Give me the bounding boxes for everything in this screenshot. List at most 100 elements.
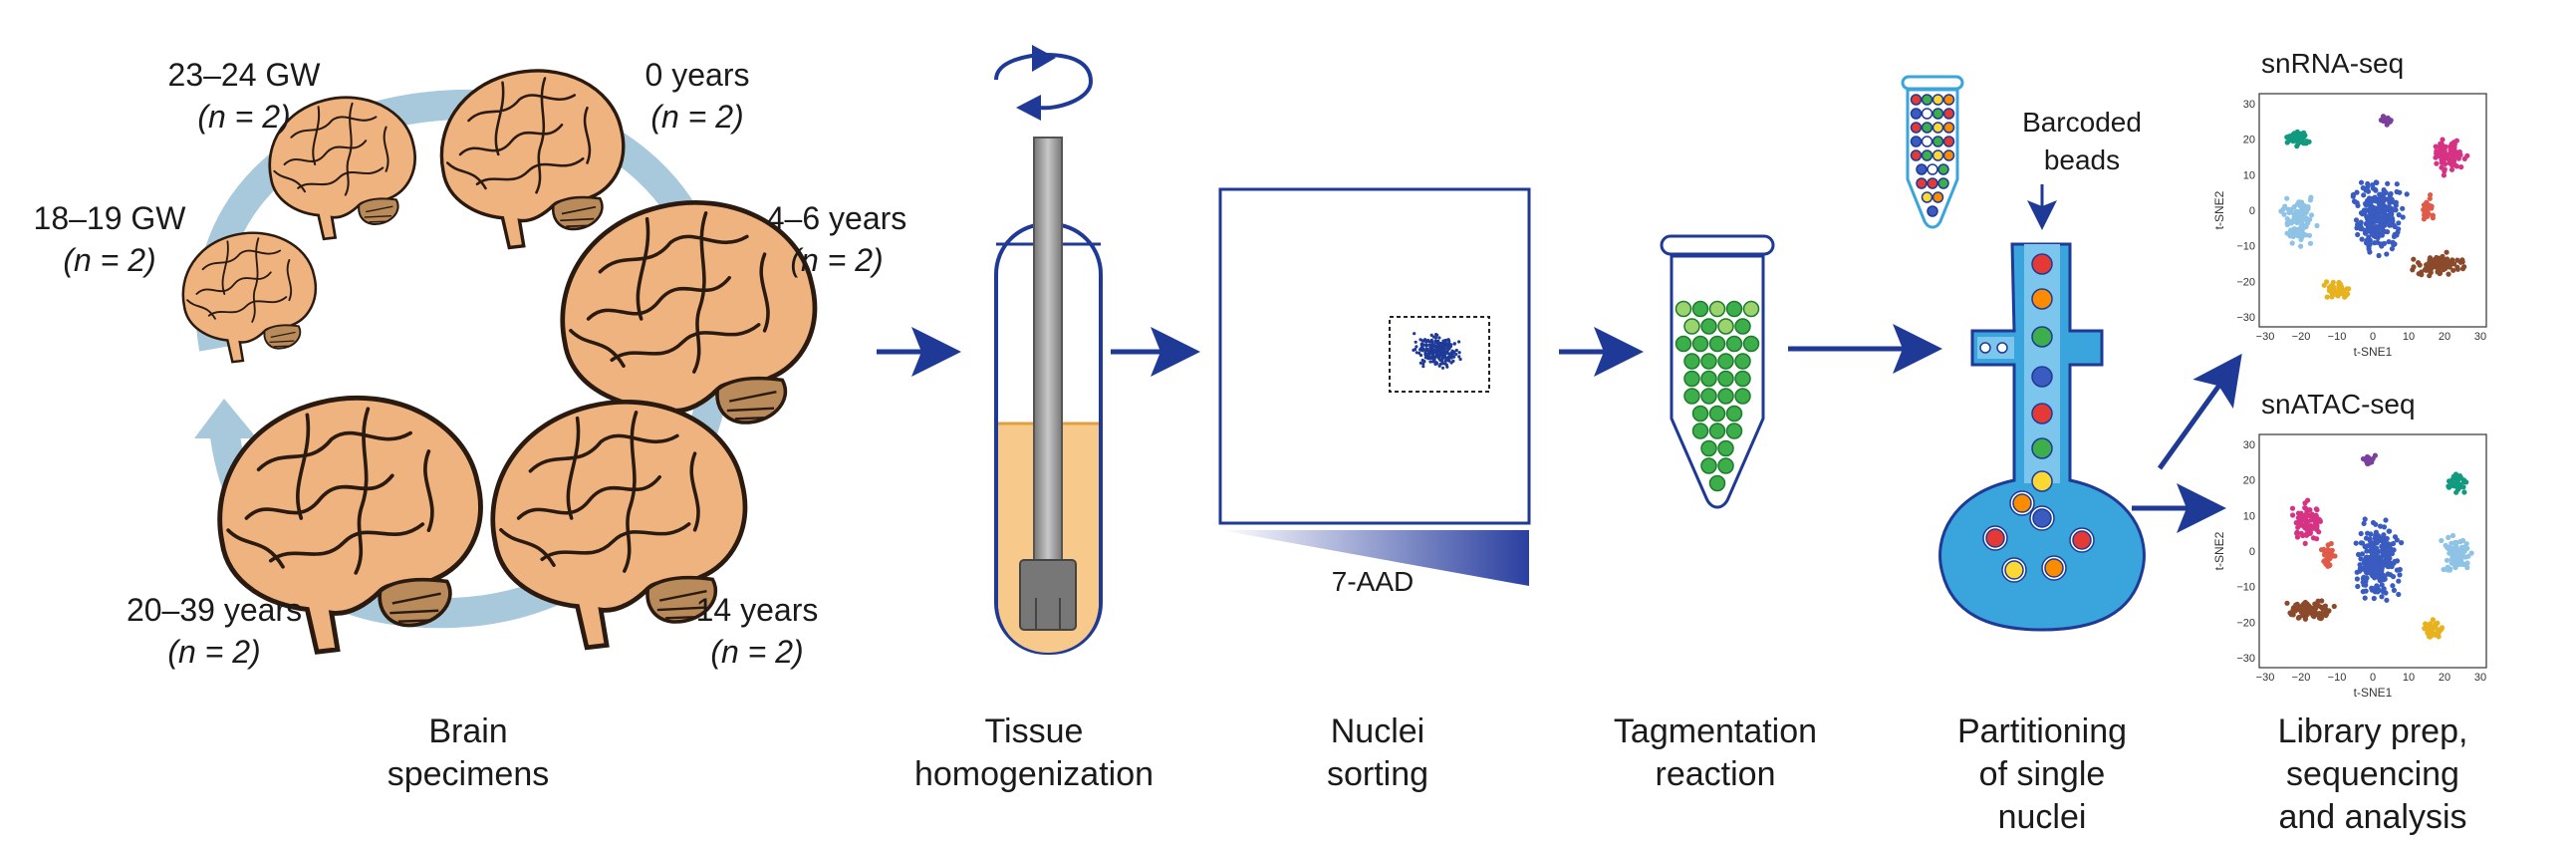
x-tick-label: 10: [2403, 672, 2415, 684]
tagmented-nucleus: [1700, 353, 1717, 370]
cell-point: [2433, 625, 2439, 631]
cell-point: [2376, 252, 2382, 259]
nucleus-event: [1420, 358, 1424, 363]
barcoded-bead: [1910, 122, 1923, 134]
cell-point: [2363, 187, 2369, 193]
barcoded-bead: [1942, 94, 1955, 106]
y-tick-label: −20: [2236, 617, 2255, 629]
nucleus-event: [1447, 359, 1451, 363]
cell-point: [2353, 217, 2360, 223]
cell-point: [2375, 239, 2381, 245]
cell-point: [2313, 603, 2319, 609]
nucleus-event: [1421, 343, 1425, 347]
tagmented-nucleus: [1708, 474, 1726, 492]
cell-point: [2458, 544, 2465, 550]
x-tick-label: −30: [2256, 331, 2275, 343]
tagmented-nucleus: [1691, 335, 1709, 353]
n-label-18-19gw: (n = 2): [63, 242, 155, 278]
cell-point: [2375, 589, 2381, 595]
y-tick-label: 0: [2249, 546, 2255, 558]
cell-point: [2448, 141, 2454, 146]
nucleus-event: [1454, 352, 1458, 357]
cell-point: [2383, 517, 2389, 523]
cell-point: [2358, 179, 2365, 185]
cell-point: [2365, 530, 2371, 536]
nucleus-event: [1438, 358, 1442, 362]
tagmented-nucleus: [1683, 318, 1700, 335]
nucleus-event: [1444, 363, 1448, 367]
cell-point: [2453, 138, 2459, 143]
nucleus-event: [1437, 343, 1441, 347]
cell-point: [2454, 264, 2460, 270]
cell-point: [2318, 547, 2325, 553]
cell-point: [2388, 191, 2394, 197]
cell-point: [2369, 230, 2375, 237]
pestle-rod: [1033, 137, 1063, 562]
cell-point: [2397, 572, 2403, 578]
cell-point: [2358, 540, 2364, 546]
nucleus-event: [1431, 360, 1435, 364]
cell-point: [2423, 621, 2429, 627]
cell-point: [2371, 544, 2377, 550]
cell-point: [2359, 236, 2365, 242]
bead-tube-cap: [1901, 75, 1964, 91]
cell-point: [2303, 531, 2309, 538]
y-tick-label: −30: [2236, 312, 2255, 324]
tagmented-nucleus: [1700, 318, 1717, 335]
cell-point: [2322, 604, 2328, 610]
cell-point: [2445, 567, 2450, 573]
facs-panel: 7-AAD: [1218, 187, 1531, 597]
nucleus-event: [1413, 332, 1417, 336]
tagmented-nucleus: [1700, 439, 1717, 457]
snrna-xlabel: t-SNE1: [2354, 345, 2393, 359]
cell-point: [2382, 208, 2388, 214]
cell-point: [2374, 558, 2380, 565]
cell-point: [2391, 587, 2397, 594]
cell-point: [2442, 166, 2447, 172]
droplet-bead: [1985, 528, 2005, 548]
cell-point: [2446, 534, 2451, 541]
cell-point: [2297, 202, 2304, 209]
n-label-14-years: (n = 2): [710, 634, 803, 670]
cell-point: [2419, 272, 2425, 278]
tagmented-nucleus: [1717, 318, 1734, 335]
channel-beads: [2031, 253, 2053, 492]
droplet-bead: [2004, 560, 2024, 580]
nucleus-event: [1436, 349, 1440, 353]
nucleus-event: [1424, 343, 1428, 347]
y-tick-label: 10: [2243, 510, 2255, 522]
droplet-bead: [2044, 558, 2064, 578]
brain-0-years: [439, 69, 626, 250]
snatac-ylabel: t-SNE2: [2212, 531, 2226, 570]
cell-point: [2362, 516, 2368, 522]
cell-point: [2384, 122, 2390, 128]
cell-point: [2363, 579, 2369, 585]
barcoded-bead: [1910, 94, 1923, 106]
cell-point: [2373, 540, 2379, 546]
cell-point: [2425, 211, 2431, 217]
cell-point: [2356, 551, 2362, 558]
barcoded-bead: [1942, 122, 1955, 134]
cell-point: [2440, 137, 2446, 142]
cell-point: [2428, 192, 2434, 198]
cell-point: [2428, 621, 2434, 627]
x-tick-label: −10: [2328, 672, 2347, 684]
cell-point: [2458, 557, 2464, 563]
cell-point: [2312, 514, 2318, 520]
cell-point: [2439, 537, 2445, 544]
cell-point: [2454, 257, 2460, 263]
cell-point: [2410, 267, 2416, 273]
cell-point: [2326, 284, 2332, 290]
nucleus-event: [1420, 345, 1424, 350]
cell-point: [2327, 556, 2333, 562]
cell-point: [2383, 559, 2389, 565]
nucleus-event: [1451, 359, 1455, 363]
cell-point: [2373, 179, 2379, 185]
nucleus-event: [1418, 353, 1423, 358]
cell-point: [2301, 600, 2308, 606]
droplet-bead: [2072, 530, 2092, 550]
cell-point: [2444, 249, 2449, 255]
cell-point: [2381, 240, 2388, 246]
cell-point: [2375, 567, 2381, 573]
step-6-line-2: sequencing: [2286, 755, 2459, 793]
